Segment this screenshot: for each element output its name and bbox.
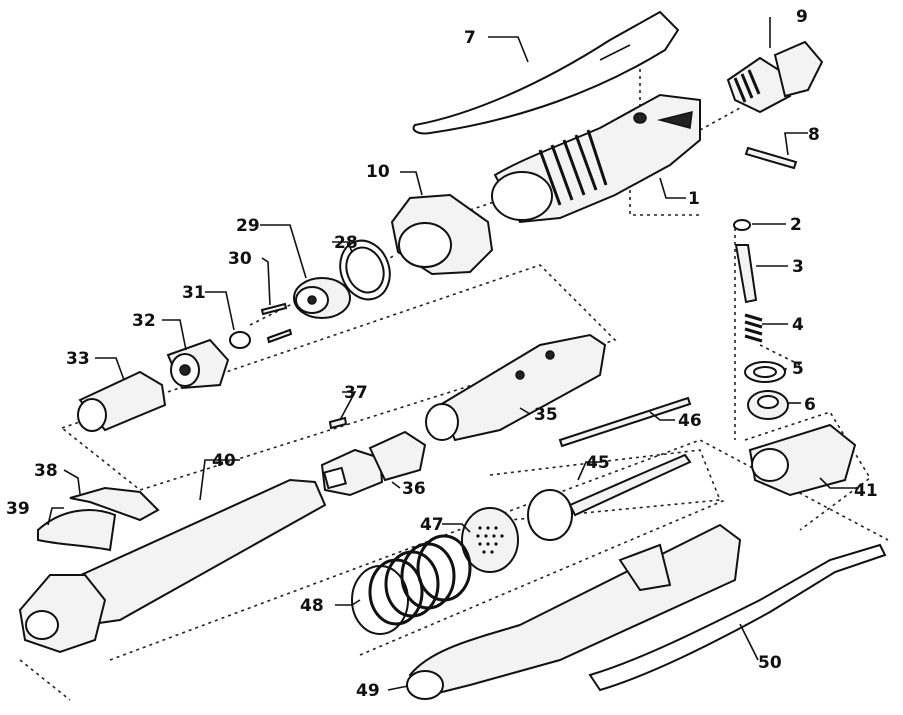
callout-3: 3 [792,257,804,277]
part-49-lower-housing [406,523,742,700]
part-31-ball [229,331,251,349]
callout-40: 40 [212,451,236,471]
callout-4: 4 [792,315,804,335]
callout-labels: 7 9 8 10 1 2 3 4 5 6 29 28 30 31 32 33 3… [6,7,878,701]
part-38-shell [69,486,160,522]
part-28-gasket [339,239,391,301]
part-45-valve [527,453,692,541]
part-10-nut [390,193,494,276]
part-4-spring [744,313,763,343]
part-7-lever [412,10,680,135]
part-35-barrel [425,333,607,442]
part-39-shell [37,509,117,552]
callout-29: 29 [236,216,260,236]
part-47-filter [461,507,519,573]
part-9-air-inlet-fitting [726,40,824,114]
callout-50: 50 [758,653,782,673]
callout-9: 9 [796,7,808,27]
part-3-valve-stem [734,244,758,304]
callout-leaders [47,17,858,691]
callout-2: 2 [790,215,802,235]
part-5-washer [744,361,786,383]
callout-10: 10 [366,162,390,182]
callout-33: 33 [66,349,90,369]
callout-38: 38 [34,461,58,481]
part-48-spring [351,534,472,635]
part-40-handle [18,478,327,654]
callout-47: 47 [420,515,444,535]
callout-41: 41 [854,481,878,501]
part-2-oring [733,219,751,231]
callout-39: 39 [6,499,30,519]
callout-6: 6 [804,395,816,415]
callout-28: 28 [334,233,358,253]
part-8-pin [744,146,798,170]
callout-46: 46 [678,411,702,431]
part-1-housing [491,93,701,224]
callout-49: 49 [356,681,380,701]
callout-8: 8 [808,125,820,145]
part-50-lever [588,543,887,692]
part-6-valve-seat [747,390,789,420]
part-41-sleeve [748,423,857,497]
callout-1: 1 [688,189,700,209]
part-37-pin [328,416,348,430]
part-32-bushing [166,338,230,390]
callout-30: 30 [228,249,252,269]
part-29-end-cap [293,277,351,319]
part-30-pins [260,302,293,344]
callout-32: 32 [132,311,156,331]
part-36-chuck [320,430,427,497]
part-33-piston [77,370,167,432]
callout-36: 36 [402,479,426,499]
part-46-rod [558,396,692,448]
callout-37: 37 [344,383,368,403]
callout-45: 45 [586,453,610,473]
callout-31: 31 [182,283,206,303]
callout-48: 48 [300,596,324,616]
callout-5: 5 [792,359,804,379]
callout-7: 7 [464,28,476,48]
callout-35: 35 [534,405,558,425]
